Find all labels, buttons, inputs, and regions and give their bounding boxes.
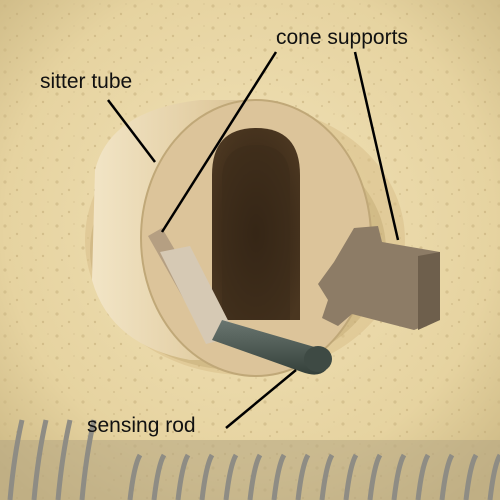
cone-support-right-pointer [353,51,400,241]
cone-support-left-pointer [160,51,278,233]
tube-opening-inner [222,145,290,320]
heating-element [0,419,500,500]
sitter-tube-pointer [107,99,156,163]
sensing-rod-pointer [225,369,297,429]
cone-supports-label: cone supports [276,26,408,49]
sensing-rod [212,320,332,375]
cone-support-right [318,226,440,330]
cone-support-right-side [418,252,440,330]
cone-support-left [160,246,236,344]
sitter-tube-label: sitter tube [40,70,133,93]
sensing-rod-label: sensing rod [87,414,196,437]
